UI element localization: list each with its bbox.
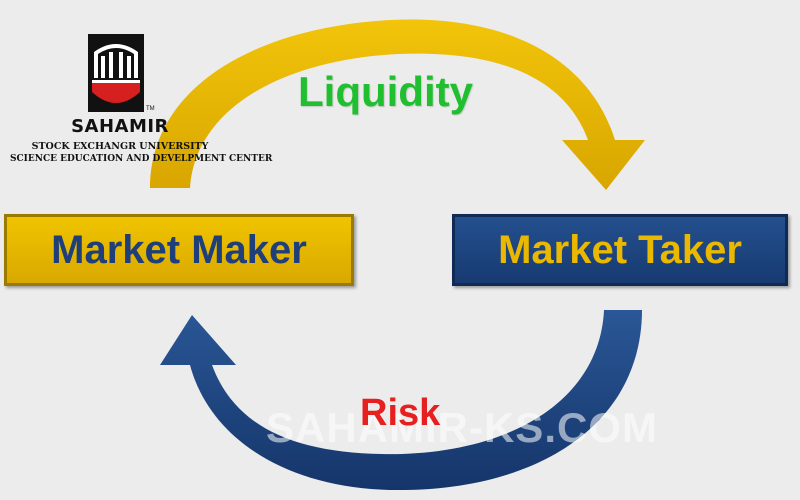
logo-tagline-2: SCIENCE EDUCATION AND DEVELPMENT CENTER — [10, 154, 273, 164]
risk-label: Risk — [360, 392, 441, 434]
market-taker-box: Market Taker — [452, 214, 788, 286]
market-maker-box: Market Maker — [4, 214, 354, 286]
liquidity-label: Liquidity — [298, 68, 473, 115]
logo-trademark: TM — [146, 106, 155, 112]
logo-name: SAHAMIR — [71, 116, 169, 137]
site-watermark: SAHAMIR-KS.COM — [266, 404, 658, 451]
liquidity-arrow — [150, 19, 645, 190]
arch-logo-icon — [88, 34, 144, 112]
risk-arrow — [160, 310, 642, 491]
logo-tagline-1: STOCK EXCHANGR UNIVERSITY — [31, 141, 209, 152]
sahamir-logo: SAHAMIR STOCK EXCHANGR UNIVERSITY SCIENC… — [10, 30, 273, 180]
